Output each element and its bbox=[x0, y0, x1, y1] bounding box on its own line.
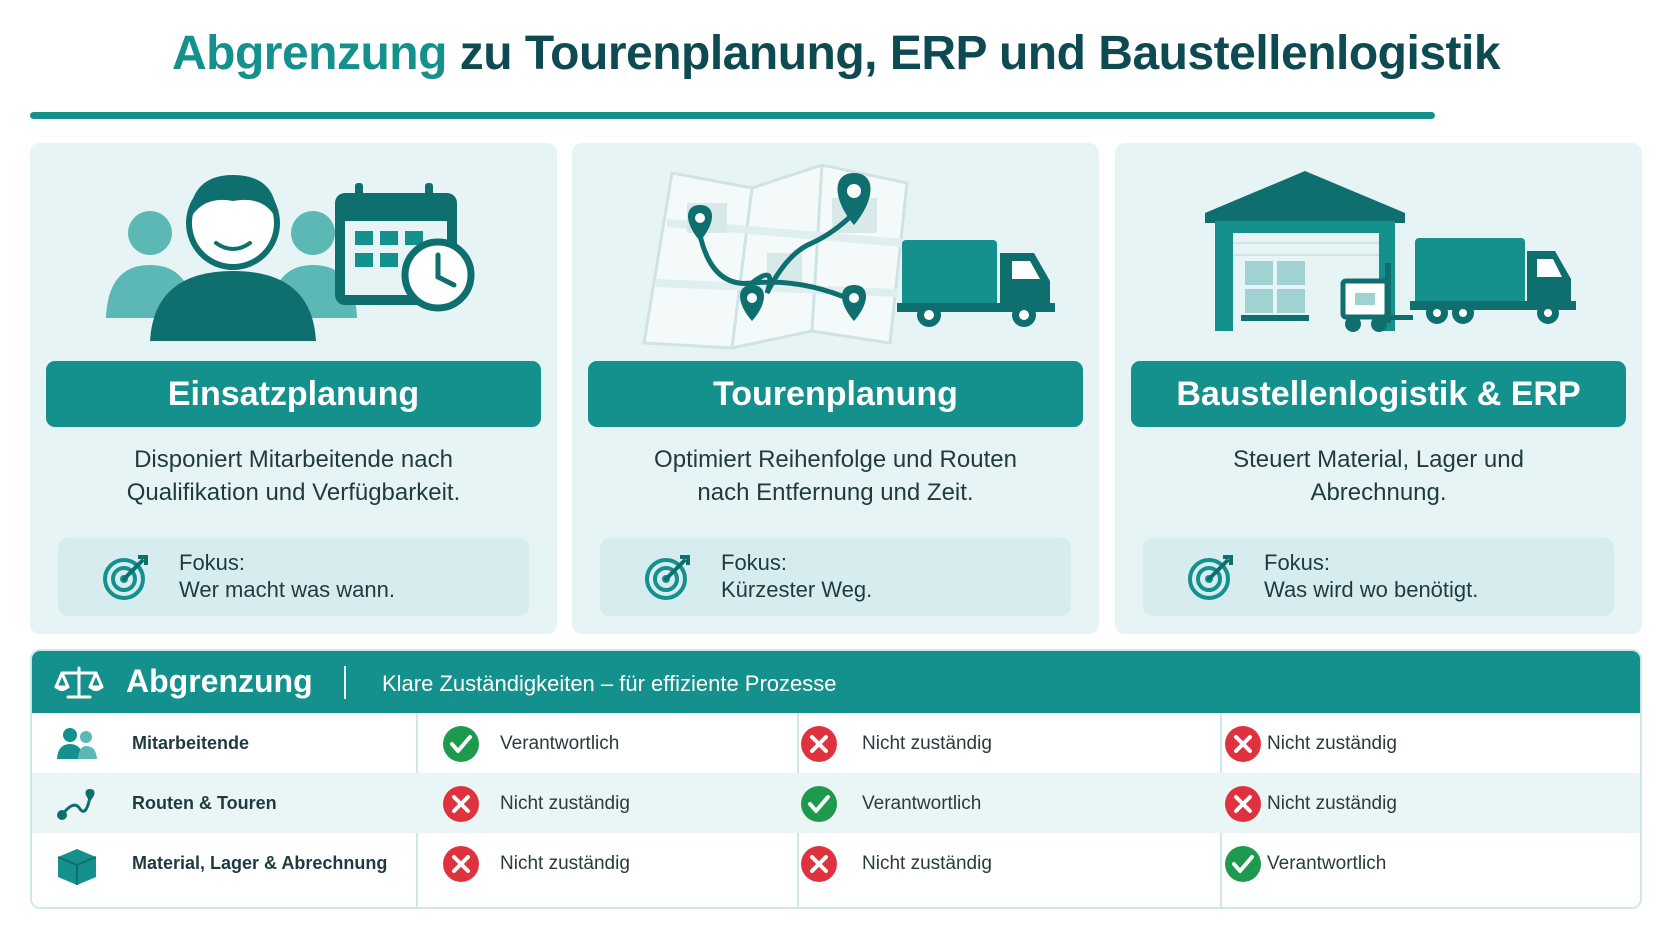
responsibility-table: Abgrenzung Klare Zuständigkeiten – für e… bbox=[30, 649, 1642, 909]
status-text: Nicht zuständig bbox=[1267, 793, 1397, 814]
card-title-tourenplanung: Tourenplanung bbox=[588, 361, 1083, 427]
target-icon bbox=[645, 555, 690, 600]
check-icon bbox=[442, 725, 480, 768]
table-header: Abgrenzung Klare Zuständigkeiten – für e… bbox=[32, 651, 1640, 713]
card-title-einsatzplanung: Einsatzplanung bbox=[46, 361, 541, 427]
status-text: Verantwortlich bbox=[862, 793, 982, 814]
card-title-baustellenlogistik-erp: Baustellenlogistik & ERP bbox=[1131, 361, 1626, 427]
card-description: Steuert Material, Lager und Abrechnung. bbox=[1145, 443, 1612, 509]
status-text: Nicht zuständig bbox=[862, 733, 992, 754]
cross-icon bbox=[1224, 725, 1262, 768]
target-icon bbox=[103, 555, 148, 600]
card-description-line: Steuert Material, Lager und bbox=[1233, 446, 1524, 473]
focus-box: Fokus: Kürzester Weg. bbox=[600, 538, 1071, 616]
focus-label: Fokus: bbox=[1264, 550, 1331, 575]
people-icon bbox=[54, 725, 100, 768]
title-underline bbox=[30, 112, 1435, 119]
card-description-line: Disponiert Mitarbeitende nach bbox=[134, 446, 453, 473]
table-row: Material, Lager & Abrechnung Nicht zustän… bbox=[32, 833, 1640, 907]
page-title-accent: Abgrenzung bbox=[171, 27, 447, 80]
map-route-truck-icon bbox=[572, 143, 1099, 353]
header-divider bbox=[344, 666, 346, 699]
table-row: Routen & Touren Nicht zuständig Verantwort… bbox=[32, 773, 1640, 833]
row-label: Routen & Touren bbox=[132, 793, 277, 813]
card-description: Disponiert Mitarbeitende nach Qualifikat… bbox=[60, 443, 527, 509]
check-icon bbox=[800, 785, 838, 828]
cross-icon bbox=[442, 785, 480, 828]
card-einsatzplanung: Einsatzplanung Disponiert Mitarbeitende … bbox=[30, 143, 557, 634]
page-title-rest: zu Tourenplanung, ERP und Baustellenlogi… bbox=[459, 27, 1501, 80]
card-tourenplanung: Tourenplanung Optimiert Reihenfolge und … bbox=[572, 143, 1099, 634]
table-title: Abgrenzung bbox=[126, 663, 313, 699]
route-icon bbox=[54, 785, 100, 828]
table-row: Mitarbeitende Verantwortlich Nicht zuständ… bbox=[32, 713, 1640, 773]
card-description-line: Optimiert Reihenfolge und Routen bbox=[654, 446, 1017, 473]
focus-label: Fokus: bbox=[721, 550, 788, 575]
page-title: Abgrenzung zu Tourenplanung, ERP und Bau… bbox=[0, 26, 1672, 81]
warehouse-forklift-truck-icon bbox=[1115, 143, 1642, 353]
cross-icon bbox=[1224, 785, 1262, 828]
cross-icon bbox=[442, 845, 480, 888]
focus-text: Kürzester Weg. bbox=[721, 577, 873, 602]
card-description-line: nach Entfernung und Zeit. bbox=[697, 479, 974, 506]
team-calendar-clock-icon bbox=[30, 143, 557, 353]
status-text: Verantwortlich bbox=[1267, 853, 1387, 874]
card-description: Optimiert Reihenfolge und Routen nach En… bbox=[602, 443, 1069, 509]
check-icon bbox=[1224, 845, 1262, 888]
card-description-line: Qualifikation und Verfügbarkeit. bbox=[126, 479, 461, 506]
cross-icon bbox=[800, 725, 838, 768]
target-icon bbox=[1188, 555, 1233, 600]
focus-box: Fokus: Was wird wo benötigt. bbox=[1143, 538, 1614, 616]
status-text: Nicht zuständig bbox=[862, 853, 992, 874]
focus-box: Fokus: Wer macht was wann. bbox=[58, 538, 529, 616]
balance-scale-icon bbox=[54, 666, 104, 699]
focus-text: Wer macht was wann. bbox=[179, 577, 396, 602]
table-subtitle: Klare Zuständigkeiten – für effiziente P… bbox=[382, 671, 837, 696]
box-icon bbox=[54, 845, 100, 892]
card-baustellenlogistik-erp: Baustellenlogistik & ERP Steuert Materia… bbox=[1115, 143, 1642, 634]
card-description-line: Abrechnung. bbox=[1310, 479, 1447, 506]
status-text: Verantwortlich bbox=[500, 733, 620, 754]
status-text: Nicht zuständig bbox=[1267, 733, 1397, 754]
row-label: Mitarbeitende bbox=[132, 733, 250, 753]
status-text: Nicht zuständig bbox=[500, 853, 630, 874]
focus-text: Was wird wo benötigt. bbox=[1264, 577, 1479, 602]
focus-label: Fokus: bbox=[179, 550, 246, 575]
status-text: Nicht zuständig bbox=[500, 793, 630, 814]
row-label: Material, Lager & Abrechnung bbox=[132, 853, 388, 873]
cross-icon bbox=[800, 845, 838, 888]
